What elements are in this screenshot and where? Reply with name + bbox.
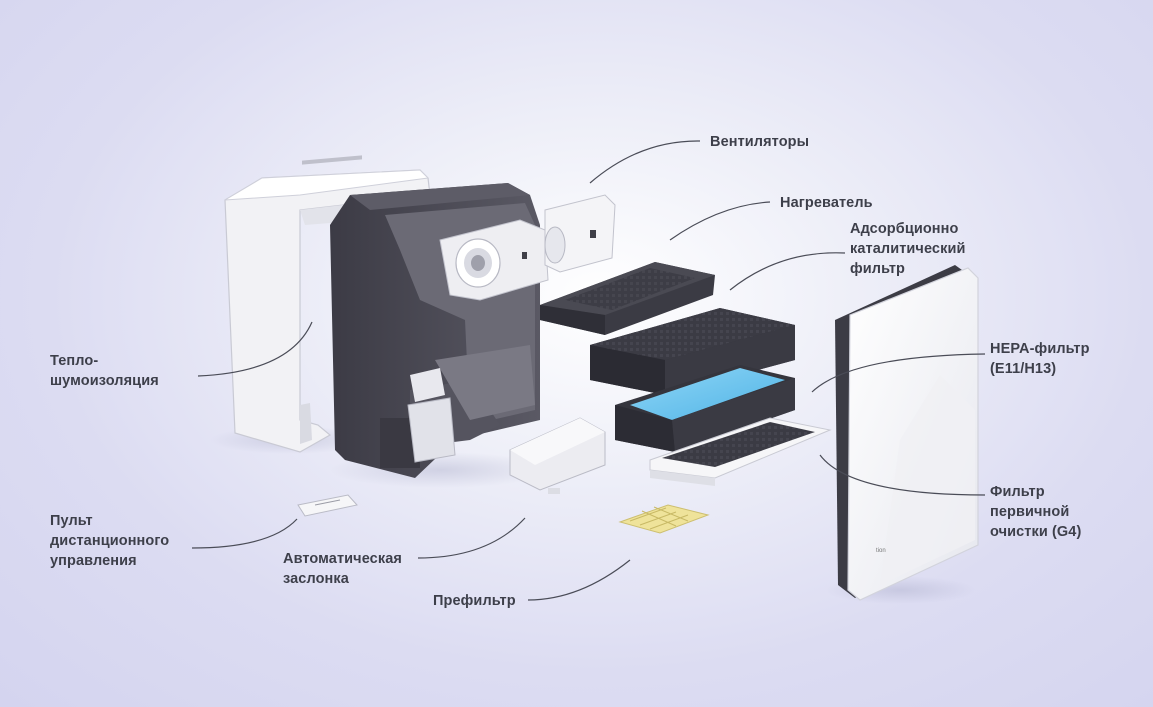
automatic-damper bbox=[509, 417, 606, 494]
label-primary-filter: Фильтр первичной очистки (G4) bbox=[990, 484, 1082, 540]
label-insulation: Тепло- шумоизоляция bbox=[50, 353, 159, 389]
leader-adsorption bbox=[729, 252, 846, 291]
remote-control bbox=[297, 494, 358, 517]
label-remote: Пульт дистанционного управления bbox=[50, 513, 170, 569]
primary-filter-g4 bbox=[649, 417, 832, 486]
heater bbox=[540, 262, 715, 335]
leader-lines bbox=[191, 140, 986, 601]
leader-primary bbox=[819, 454, 986, 496]
label-fans: Вентиляторы bbox=[710, 134, 810, 150]
label-adsorption-filter: Адсорбционно каталитический фильтр bbox=[850, 221, 966, 277]
leader-hepa bbox=[811, 353, 986, 393]
leader-insulation bbox=[197, 321, 313, 377]
leader-damper bbox=[417, 517, 526, 559]
leader-fans bbox=[589, 140, 701, 184]
prefilter bbox=[618, 504, 710, 534]
fans bbox=[439, 194, 616, 301]
leader-heater bbox=[669, 201, 771, 241]
leader-prefilter bbox=[527, 559, 631, 601]
front-panel: tion bbox=[825, 265, 979, 604]
label-damper: Автоматическая заслонка bbox=[283, 551, 402, 587]
svg-text:tion: tion bbox=[876, 548, 886, 554]
label-hepa-filter: HEPA-фильтр (E11/H13) bbox=[990, 341, 1090, 377]
label-heater: Нагреватель bbox=[780, 195, 873, 211]
main-housing bbox=[330, 183, 550, 488]
leader-remote bbox=[191, 518, 298, 549]
label-prefilter: Префильтр bbox=[433, 593, 516, 609]
hepa-filter bbox=[615, 365, 795, 452]
